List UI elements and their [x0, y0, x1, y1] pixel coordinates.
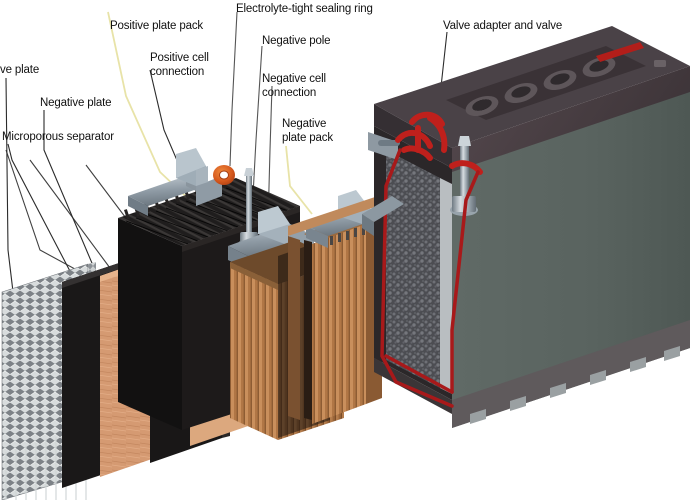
label-negative-plate: Negative plate — [40, 97, 112, 109]
label-positive-cell-connection: Positive cell connection — [150, 52, 209, 78]
leader-sealing-ring — [229, 11, 238, 167]
leader-negative-plate-pack — [285, 145, 313, 215]
label-valve-adapter-and-valve: Valve adapter and valve — [443, 20, 563, 32]
electrolyte-tight-sealing-ring — [213, 165, 235, 185]
leader-positive-plate — [5, 77, 15, 301]
case-lid-front — [452, 66, 690, 172]
label-electrolyte-tight-sealing-ring: Electrolyte-tight sealing ring — [236, 3, 373, 15]
positive-pack-bracket — [196, 166, 222, 206]
case-lid-left — [374, 104, 452, 168]
agm-plate-pack — [386, 150, 440, 388]
label-positive-plate: ve plate — [0, 64, 40, 76]
valve-cap — [582, 56, 616, 78]
base-ribs — [470, 346, 680, 424]
valve-cap — [504, 82, 538, 104]
separator-edge-light — [440, 178, 452, 394]
red-connector-wiring-long — [380, 148, 480, 408]
label-positive-plate-pack: Positive plate pack — [110, 20, 204, 32]
separator-panel-right — [288, 196, 378, 420]
label-negative-pole: Negative pole — [262, 35, 331, 47]
case-foot-left — [374, 358, 452, 414]
lid-red-strap — [596, 42, 644, 62]
case-terminal-post — [450, 136, 478, 216]
case-lower-bracket — [362, 196, 404, 222]
label-negative-cell-connection: Negative cell connection — [262, 73, 326, 99]
battery-case — [362, 26, 690, 428]
valve-cap — [465, 95, 499, 117]
valve-cap — [543, 69, 577, 91]
leader-microporous-separator — [7, 143, 73, 276]
leader-negative-plate — [43, 110, 101, 283]
label-negative-plate-pack: Negative plate pack — [282, 118, 333, 144]
lid-label-pad — [654, 60, 666, 67]
red-connector-wiring — [395, 111, 483, 175]
valve-caps — [465, 56, 616, 117]
case-body-face — [452, 68, 690, 428]
label-microporous-separator: Microporous separator — [2, 131, 114, 143]
